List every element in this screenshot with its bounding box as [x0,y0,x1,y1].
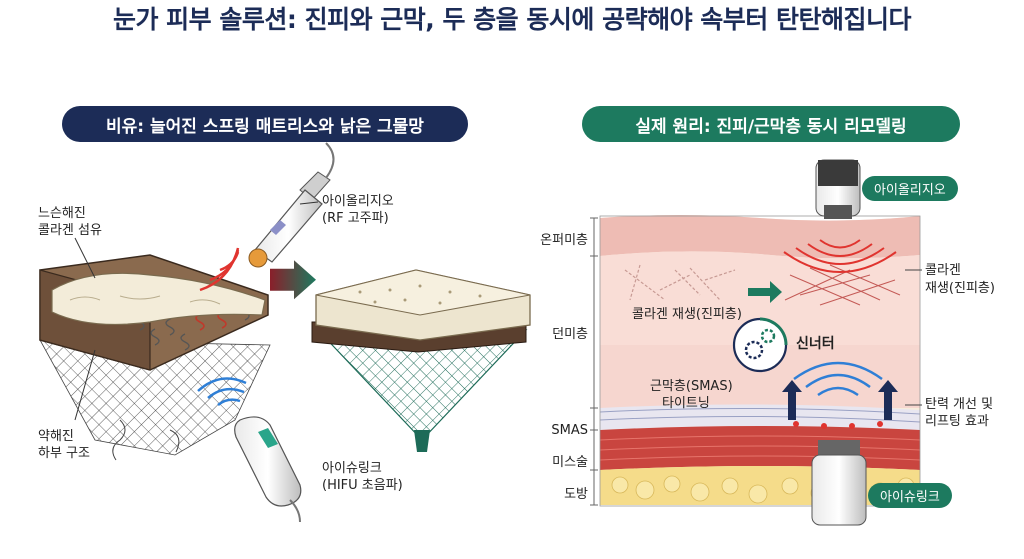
lift-arrows-icon [782,380,898,420]
rf-device-label-2: (RF 고주파) [322,211,389,226]
principle-heading: 실제 원리: 진피/근막층 동시 리모델링 [582,106,960,142]
focal-points [793,421,883,429]
rf-probe-icon [815,159,861,219]
collagen-regen-outer-1: 콜라겐 [925,263,961,278]
top-device-tag: 아이올리지오 [862,176,958,201]
hifu-device-label-1: 아이슈링크 [322,461,382,476]
bottom-device-tag: 아이슈링크 [868,483,952,508]
rf-wave-dermis [783,239,897,273]
collagen-label-1: 느슨해진 [38,206,86,221]
smas-label-1: 근막층(SMAS) [650,379,733,394]
page-title: 눈가 피부 솔루션: 진피와 근막, 두 층을 동시에 공략해야 속부터 탄탄해… [112,5,912,34]
collagen-regen-outer-2: 재생(진피층) [925,281,995,296]
collagen-label-2: 콜라겐 섬유 [38,223,102,238]
new-mattress [311,269,531,452]
hifu-probe-icon [811,440,867,526]
rf-wave [199,247,240,292]
rf-device-label-1: 아이올리지오 [322,194,394,209]
effect-label-1: 탄력 개선 및 [925,397,994,412]
weak-net [39,339,271,461]
smas-label-2: 타이트닝 [662,396,710,411]
rf-device-icon [248,142,335,268]
hifu-device-label-2: (HIFU 초음파) [322,478,403,493]
layer-label-muscle: 미스술 [552,455,588,470]
dense-collagen [784,264,901,306]
transition-arrow-icon [270,260,316,300]
loose-collagen [624,264,736,301]
layer-label-fat: 도방 [564,487,588,502]
hifu-device-icon [234,416,302,523]
hifu-wave [197,377,247,407]
layer-label-smas: SMAS [551,423,588,438]
regen-arrow-icon [748,281,782,303]
synergy-label: 신너터 [796,336,835,352]
effect-label-2: 리프팅 효과 [925,414,989,429]
synergy-gear-icon [732,317,788,373]
analogy-heading: 비유: 늘어진 스프링 매트리스와 낡은 그물망 [62,106,468,142]
collagen-regen-inner: 콜라겐 재생(진피층) [632,307,742,322]
weak-base-label-1: 약해진 [38,429,74,444]
layer-label-epidermis: 온퍼미층 [540,233,588,248]
weak-base-label-2: 하부 구조 [38,446,90,461]
layer-label-dermis: 던미층 [552,327,588,342]
hifu-wave-smas [793,361,883,397]
